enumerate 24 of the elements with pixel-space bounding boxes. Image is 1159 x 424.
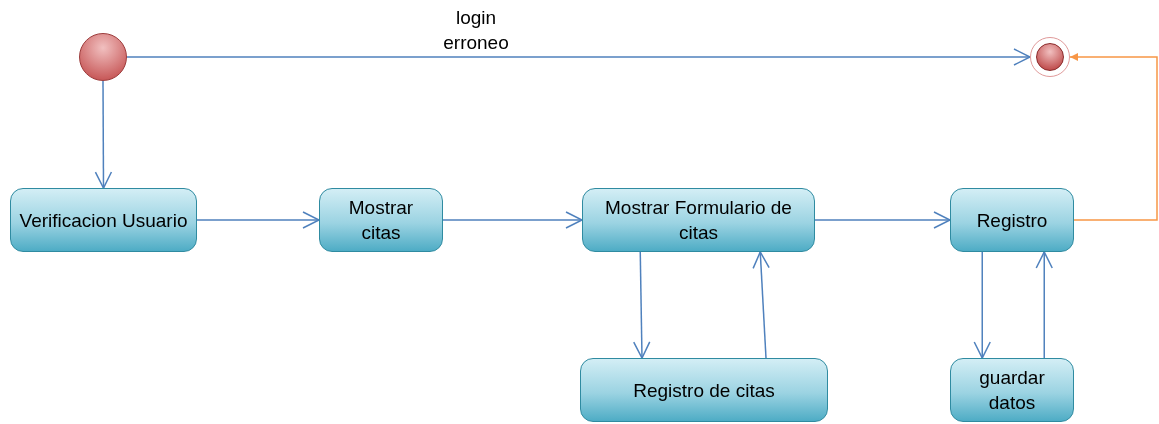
activity-box <box>582 188 815 252</box>
activity-box <box>580 358 828 422</box>
arrow <box>1035 251 1053 359</box>
activity-label: Mostrar citas <box>347 196 415 245</box>
start-node-circle <box>79 33 127 81</box>
activity-label: Verificacion Usuario <box>19 208 188 233</box>
arrow <box>633 251 651 359</box>
activity-label: guardar datos <box>978 366 1046 415</box>
activity-label: Registro de citas <box>633 378 775 403</box>
arrow <box>1069 53 1158 221</box>
activity-box <box>950 358 1074 422</box>
activity-label: Mostrar Formulario de citas <box>604 196 793 245</box>
arrow <box>126 48 1031 66</box>
arrow <box>752 251 770 359</box>
activity-box <box>950 188 1074 252</box>
final-node-circle <box>1030 37 1070 77</box>
arrow <box>973 251 991 359</box>
arrow <box>94 80 113 189</box>
arrow <box>442 211 583 229</box>
activity-label: Registro <box>976 208 1048 233</box>
activity-box <box>10 188 197 252</box>
activity-box <box>319 188 443 252</box>
arrow <box>814 211 951 229</box>
arrow <box>196 211 320 229</box>
